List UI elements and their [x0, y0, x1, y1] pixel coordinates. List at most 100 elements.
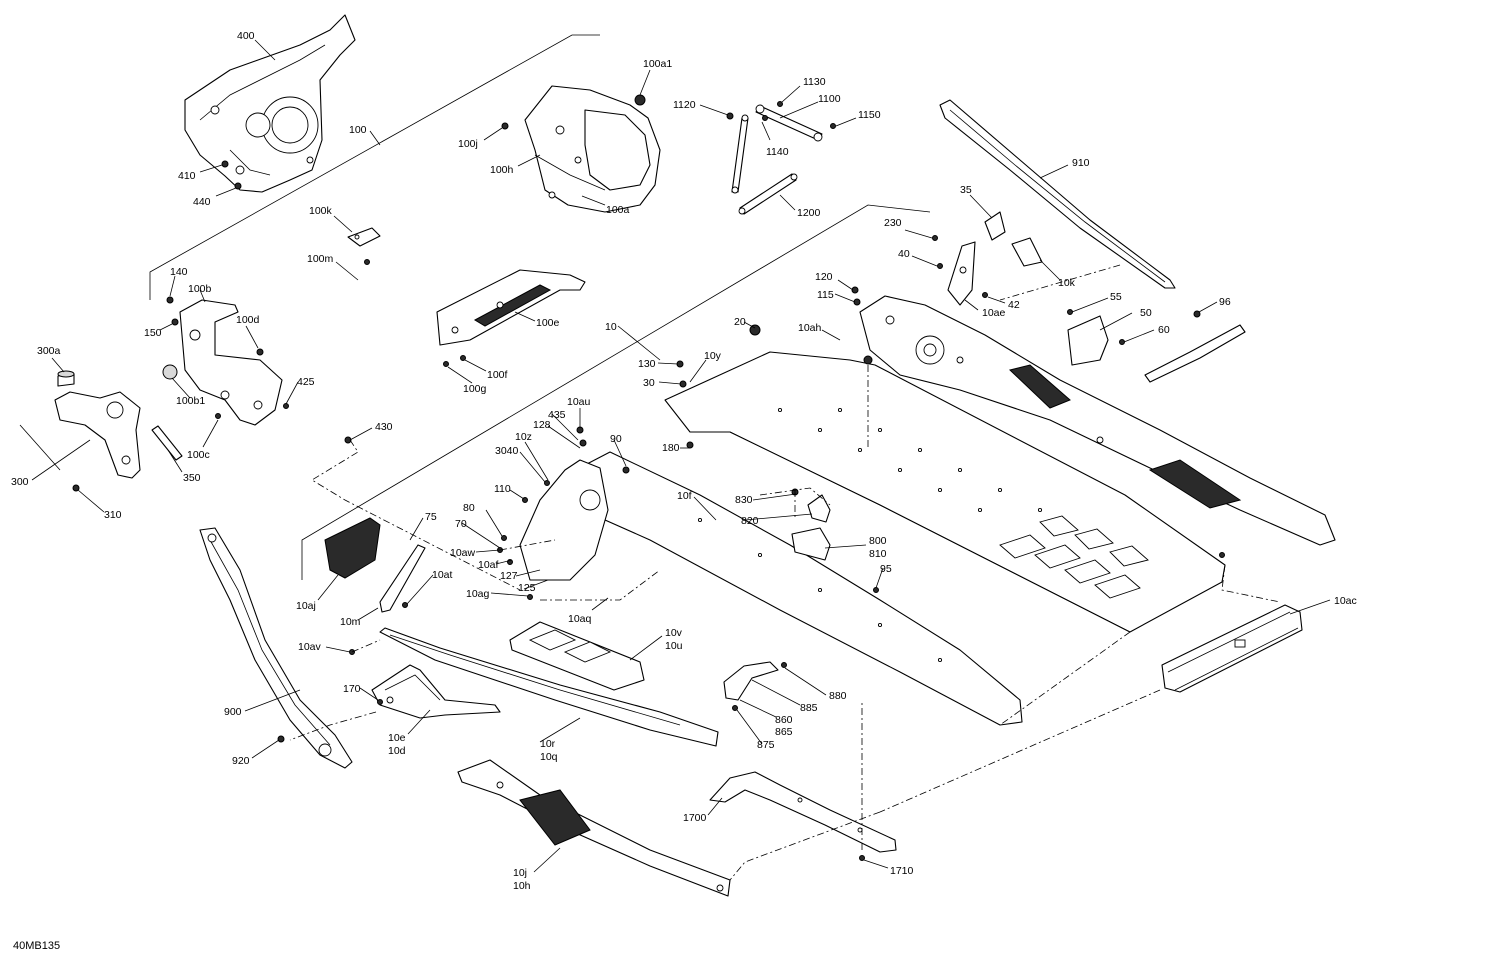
- callout-910: 910: [1072, 157, 1090, 169]
- callout-10aj: 10aj: [296, 600, 316, 612]
- part-300-bracket: [54, 370, 141, 479]
- callout-1710: 1710: [890, 865, 914, 877]
- callout-120: 120: [815, 271, 833, 283]
- diagram-code: 40MB135: [13, 940, 60, 952]
- callout-1120: 1120: [673, 99, 696, 111]
- callout-885: 885: [800, 702, 818, 714]
- callout-10y: 10y: [704, 350, 722, 362]
- callout-180: 180: [662, 442, 680, 454]
- callout-1140: 1140: [766, 146, 789, 158]
- callout-10ag: 10ag: [466, 588, 490, 600]
- callout-10av: 10av: [298, 641, 322, 653]
- callout-900: 900: [224, 706, 242, 718]
- callout-10h: 10h: [513, 880, 531, 892]
- callout-800: 800: [869, 535, 887, 547]
- callout-35: 35: [960, 184, 972, 196]
- callout-10u: 10u: [665, 640, 683, 652]
- part-800-bracket: [791, 527, 831, 561]
- part-880-block: [723, 661, 779, 701]
- part-10v-grate: [509, 621, 645, 691]
- callout-10: 10: [605, 321, 617, 333]
- callout-60: 60: [1158, 324, 1170, 336]
- leader-lines: [31, 39, 1331, 873]
- callout-100a: 100a: [606, 204, 630, 216]
- callout-10k: 10k: [1058, 277, 1076, 289]
- part-50-plate: [1067, 315, 1109, 366]
- part-100a-bulkhead: [524, 85, 661, 213]
- callout-3040: 3040: [495, 445, 519, 457]
- callout-10af: 10af: [478, 559, 499, 571]
- callout-10z: 10z: [515, 431, 532, 443]
- fasteners: [72, 101, 1225, 861]
- callout-440: 440: [193, 196, 211, 208]
- callout-875: 875: [757, 739, 775, 751]
- callout-1200: 1200: [797, 207, 821, 219]
- part-100e-bracket: [436, 269, 586, 346]
- callout-10au: 10au: [567, 396, 591, 408]
- part-10-tunnel: [519, 351, 1226, 726]
- callout-100d: 100d: [236, 314, 260, 326]
- callout-75: 75: [425, 511, 437, 523]
- part-100k-cap: [347, 227, 381, 247]
- part-820-bracket: [807, 494, 831, 523]
- part-400-front-bulkhead: [184, 14, 356, 193]
- callout-425: 425: [297, 376, 315, 388]
- callout-860: 860: [775, 714, 793, 726]
- callout-10m: 10m: [340, 616, 361, 628]
- callout-42: 42: [1008, 299, 1020, 311]
- callout-95: 95: [880, 563, 892, 575]
- callout-55: 55: [1110, 291, 1122, 303]
- callout-115: 115: [817, 289, 834, 301]
- callout-830: 830: [735, 494, 753, 506]
- callout-1700: 1700: [683, 812, 707, 824]
- callout-100b1: 100b1: [176, 395, 205, 407]
- callout-70: 70: [455, 518, 467, 530]
- part-10e-bracket: [371, 664, 501, 719]
- callout-110: 110: [494, 483, 511, 495]
- callout-820: 820: [741, 515, 759, 527]
- callout-100a1: 100a1: [643, 58, 672, 70]
- callout-10r: 10r: [540, 738, 556, 750]
- callout-230: 230: [884, 217, 902, 229]
- callout-400: 400: [237, 30, 255, 42]
- callout-140: 140: [170, 266, 188, 278]
- callout-920: 920: [232, 755, 250, 767]
- assembly-frame-10: [301, 204, 931, 580]
- callout-1100: 1100: [818, 93, 841, 105]
- callout-96: 96: [1219, 296, 1231, 308]
- part-10ac-crossmember: [1161, 604, 1303, 693]
- part-900-strut: [199, 527, 353, 769]
- part-350-pin: [151, 425, 183, 461]
- callout-80: 80: [463, 502, 475, 514]
- assembly-frame-100: [19, 34, 600, 471]
- callout-100b: 100b: [188, 283, 212, 295]
- callout-20: 20: [734, 316, 746, 328]
- part-10ah-tunnel-side: [859, 295, 1336, 546]
- callout-10q: 10q: [540, 751, 558, 763]
- part-1100-steering-rod: [755, 104, 823, 142]
- callout-labels: 400 410 440 100 100a1 100j 100h 100a 112…: [11, 30, 1357, 892]
- callout-100f: 100f: [487, 369, 508, 381]
- callout-810: 810: [869, 548, 887, 560]
- callout-10ac: 10ac: [1334, 595, 1357, 607]
- part-100b-side-bracket: [162, 299, 283, 426]
- callout-10aw: 10aw: [450, 547, 476, 559]
- part-10ae-bracket: [947, 241, 976, 306]
- callout-100h: 100h: [490, 164, 514, 176]
- part-10aj-bracket: [324, 517, 381, 579]
- callout-130: 130: [638, 358, 656, 370]
- part-10r-trim: [379, 627, 719, 747]
- part-35-bracket: [984, 211, 1006, 241]
- callout-30: 30: [643, 377, 655, 389]
- part-1200-tie-rod: [738, 173, 798, 215]
- callout-100e: 100e: [536, 317, 560, 329]
- callout-865: 865: [775, 726, 793, 738]
- part-1120-rod: [731, 114, 749, 194]
- assembly-lines: [289, 264, 1281, 881]
- part-1700-runner: [709, 771, 897, 853]
- part-10m-bracket: [379, 544, 426, 613]
- callout-100m: 100m: [307, 253, 334, 265]
- callout-90: 90: [610, 433, 622, 445]
- callout-127: 127: [500, 570, 518, 582]
- callout-300a: 300a: [37, 345, 61, 357]
